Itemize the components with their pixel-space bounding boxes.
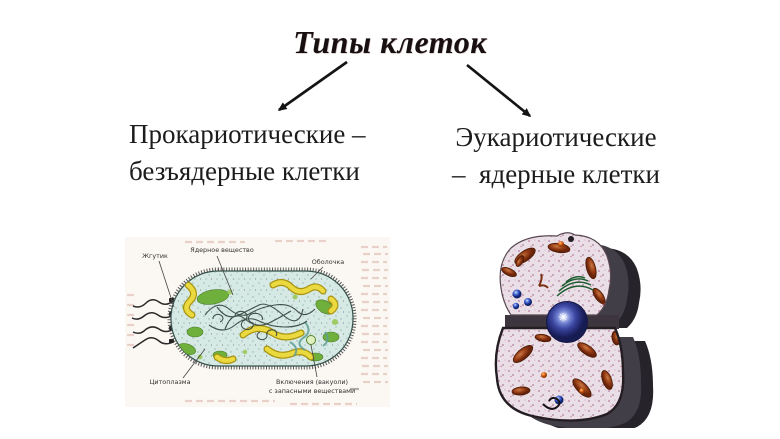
figure-labels: Жгутик Ядерное вещество Оболочка Цитопла… <box>142 246 355 395</box>
branch-arrows <box>277 60 532 118</box>
cell-bottom-half <box>494 326 625 422</box>
page-bleed-text <box>127 239 388 406</box>
label-nuclear-material: Ядерное вещество <box>190 246 254 254</box>
vacuole <box>306 335 316 345</box>
nucleoid-dna <box>204 303 316 341</box>
cell-top-half <box>499 232 612 316</box>
brown-squiggle <box>538 273 549 289</box>
prokaryote-heading: Прокариотические – безъядерные клетки <box>129 116 366 190</box>
page-title: Типы клеток <box>293 24 487 60</box>
label-inclusions-line1: Включения (вакуоли) <box>276 378 348 386</box>
orange-vesicle-top <box>558 241 564 247</box>
membrane-curl <box>542 396 561 410</box>
membrane-folds <box>183 278 339 365</box>
teal-folds <box>289 321 329 357</box>
label-pointers <box>158 255 324 379</box>
membrane-notch <box>568 236 574 242</box>
orange-vesicle-bottom-left <box>541 372 547 378</box>
arrow-down-right-icon <box>466 63 532 118</box>
eukaryote-cell-figure <box>494 232 654 428</box>
prokaryote-heading-line2: безъядерные клетки <box>129 156 360 186</box>
label-cytoplasm: Цитоплазма <box>149 378 190 386</box>
mitochondria-top <box>501 242 606 305</box>
prokaryote-cell-figure: Жгутик Ядерное вещество Оболочка Цитопла… <box>125 237 390 407</box>
eukaryote-heading: Эукариотические – ядерные клетки <box>420 119 692 193</box>
green-inclusions <box>178 289 340 362</box>
orange-vesicle-bottom-right <box>579 388 585 394</box>
cell-interior <box>171 271 353 366</box>
golgi-apparatus <box>556 275 594 297</box>
label-inclusions-line2: с запасными веществами <box>269 387 355 395</box>
prokaryote-heading-line1: Прокариотические – <box>129 119 366 149</box>
eukaryote-heading-line1: Эукариотические <box>455 122 657 152</box>
label-flagellum: Жгутик <box>142 252 168 260</box>
eukaryote-heading-line2: – ядерные клетки <box>452 159 660 189</box>
blue-vesicles-top <box>512 289 532 310</box>
flagella <box>131 299 174 349</box>
arrow-down-left-icon <box>277 60 348 112</box>
label-envelope: Оболочка <box>312 258 345 266</box>
nucleolus-starburst <box>559 313 567 321</box>
nucleus <box>546 301 588 343</box>
